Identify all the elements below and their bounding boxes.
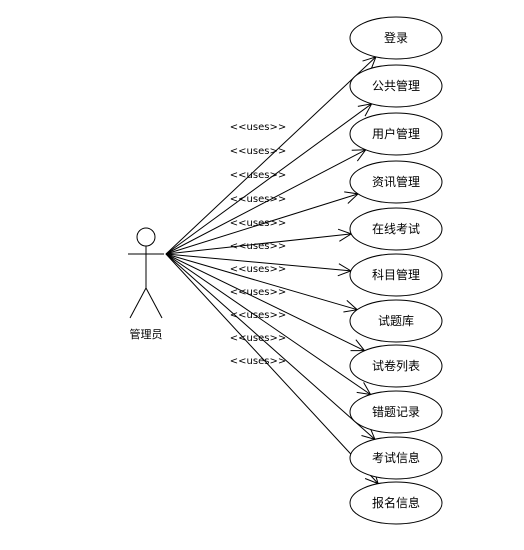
association-line [165, 253, 376, 440]
use-case-ellipse [349, 390, 443, 434]
uses-label: <<uses>> [230, 194, 286, 205]
uses-label: <<uses>> [230, 333, 286, 344]
actor-head [136, 227, 156, 247]
uses-labels: <<uses>> <<uses>> <<uses>> <<uses>> <<uses>>… [230, 122, 286, 367]
uses-label: <<uses>> [230, 264, 286, 275]
uses-label: <<uses>> [230, 218, 286, 229]
actor-figure [128, 227, 164, 319]
use-case-label: 在线考试 [372, 221, 420, 236]
use-case-label: 试题库 [378, 313, 414, 328]
uses-label: <<uses>> [230, 170, 286, 181]
use-case-label: 公共管理 [372, 78, 420, 93]
use-case-label: 报名信息 [372, 495, 420, 510]
use-case-label: 试卷列表 [372, 358, 420, 373]
association-line [165, 253, 365, 352]
use-case-ellipse [349, 481, 443, 525]
association-line [165, 193, 359, 255]
actor-left-leg [129, 287, 147, 319]
association-line [165, 233, 352, 255]
use-case-ellipse [349, 160, 443, 204]
use-case-ellipse [349, 344, 443, 388]
association-line [165, 103, 372, 255]
uses-label: <<uses>> [230, 122, 286, 133]
use-case-ellipse [349, 16, 443, 60]
association-line [165, 253, 379, 484]
actor-name: 管理员 [130, 327, 163, 341]
use-case-ellipse [349, 299, 443, 343]
actor-right-leg [145, 287, 163, 319]
uses-label: <<uses>> [230, 287, 286, 298]
use-case-ellipse [349, 207, 443, 251]
use-case-label: 用户管理 [372, 126, 420, 141]
association-line [165, 253, 358, 311]
uses-label: <<uses>> [230, 310, 286, 321]
uses-label: <<uses>> [230, 241, 286, 252]
use-case-label: 资讯管理 [372, 174, 420, 189]
association-line [165, 149, 366, 255]
use-case-label: 考试信息 [372, 450, 420, 465]
association-line [165, 253, 351, 272]
use-case-ellipse [349, 253, 443, 297]
use-case-label: 科目管理 [372, 267, 420, 282]
use-case-label: 错题记录 [372, 405, 420, 419]
arrowhead [351, 149, 367, 162]
use-case-ellipse [349, 436, 443, 480]
use-case-ellipse [349, 112, 443, 156]
uses-label: <<uses>> [230, 146, 286, 157]
association-line [165, 253, 371, 395]
association-line [165, 56, 377, 255]
uses-label: <<uses>> [230, 356, 286, 367]
use-case-label: 登录 [384, 30, 408, 45]
use-case-ellipse [349, 64, 443, 108]
use-cases: 登录公共管理用户管理资讯管理在线考试科目管理试题库试卷列表错题记录考试信息报名信… [349, 16, 443, 525]
association-lines [165, 56, 379, 485]
